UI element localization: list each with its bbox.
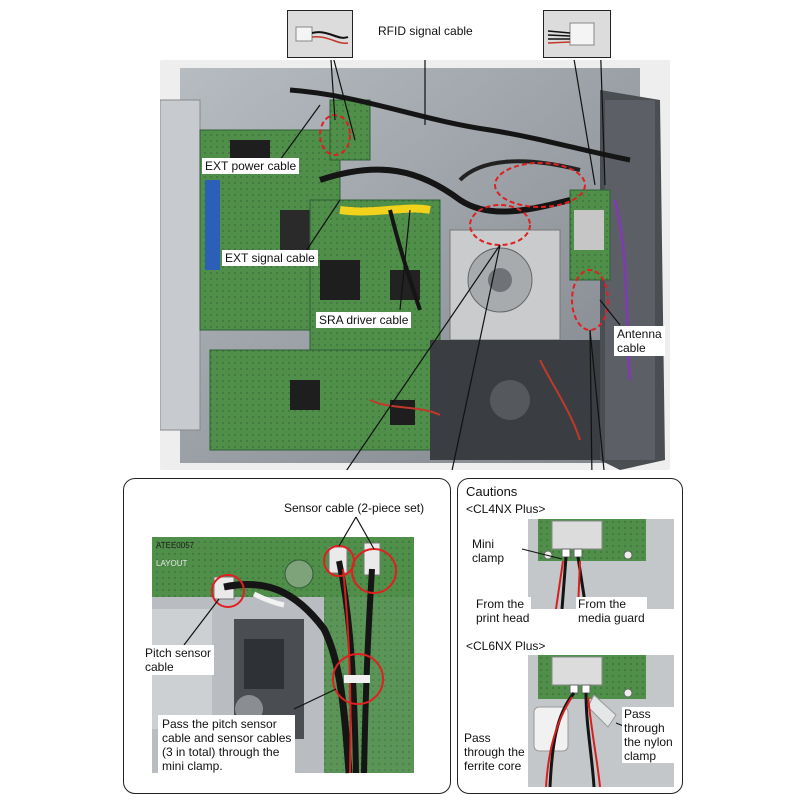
board-marking-2: LAYOUT [156,559,188,568]
sra-driver-cable-label: SRA driver cable [316,312,412,328]
from-media-guard-label: From the media guard [576,597,647,625]
connector-thumbnail-right [543,10,611,58]
cl4nx-model-label: <CL4NX Plus> [466,502,546,516]
mini-clamp-label: Mini clamp [470,537,507,565]
ext-signal-cable-label: EXT signal cable [222,250,318,266]
pitch-sensor-cable-label: Pitch sensor cable [142,645,215,675]
cautions-title: Cautions [466,484,518,499]
printer-internals-illustration [160,60,670,470]
sensor-cable-detail-panel: Sensor cable (2-piece set) ATEE0057 LAYO… [123,478,451,794]
connector-left-illustration [288,11,352,57]
ferrite-core-label: Pass through the ferrite core [462,731,527,773]
main-photo [160,60,670,470]
antenna-cable-label: Antenna cable [614,326,665,356]
board-marking-1: ATEE0057 [156,541,195,550]
cl6nx-model-label: <CL6NX Plus> [466,639,546,653]
connector-thumbnail-left [287,10,353,58]
nylon-clamp-label: Pass through the nylon clamp [622,707,675,763]
mini-clamp-instruction: Pass the pitch sensor cable and sensor c… [158,715,296,775]
from-print-head-label: From the print head [474,597,532,625]
cautions-panel: Cautions <CL4NX Plus> Mini clamp From th… [457,478,683,794]
ext-power-cable-label: EXT power cable [202,158,300,174]
connector-right-illustration [544,11,610,57]
rfid-signal-cable-label: RFID signal cable [378,24,473,38]
sensor-cable-label: Sensor cable (2-piece set) [284,501,425,515]
